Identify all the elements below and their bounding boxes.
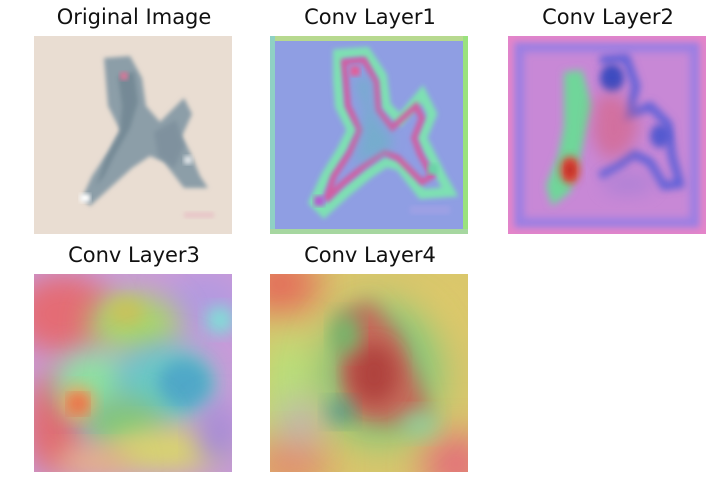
conv-layer4-feature-map bbox=[270, 274, 468, 472]
panel-title: Conv Layer1 bbox=[304, 5, 436, 29]
conv-layer3-feature-map bbox=[34, 274, 232, 472]
conv-layer1-feature-map bbox=[270, 36, 468, 234]
original-image bbox=[34, 36, 232, 234]
panel-title: Conv Layer3 bbox=[68, 243, 200, 267]
panel-title: Conv Layer2 bbox=[542, 5, 674, 29]
panel-title: Original Image bbox=[56, 5, 212, 29]
conv-layer2-feature-map bbox=[508, 36, 706, 234]
panel-title: Conv Layer4 bbox=[304, 243, 436, 267]
